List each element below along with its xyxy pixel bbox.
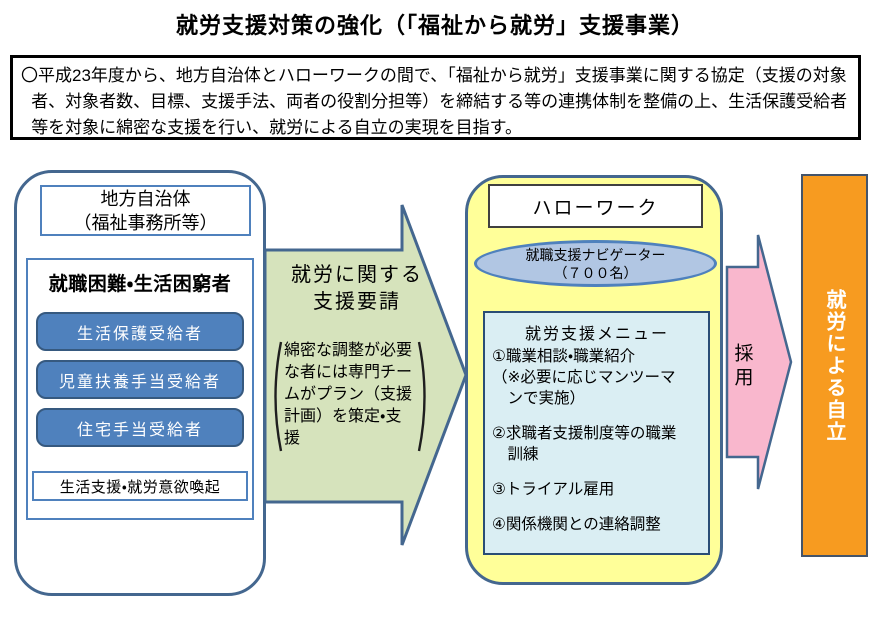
recipient-item-welfare: 生活保護受給者 <box>36 312 244 351</box>
hellowork-header: ハローワーク <box>488 184 703 228</box>
summary-text: 〇平成23年度から、地方自治体とハローワークの間で、「福祉から就労」支援事業に関… <box>21 66 848 137</box>
request-note-text: 綿密な調整が必要 な者には専門チー ムがプラン（支援 計画）を策定・支 援 <box>284 342 413 447</box>
support-menu-title: 就労支援メニュー <box>524 326 669 343</box>
outcome-label: 就労による自立 <box>823 288 845 443</box>
page-title: 就労支援対策の強化（「福祉から就労」支援事業） <box>175 13 694 38</box>
target-group-title: 就職困難・生活困窮者 <box>48 274 232 295</box>
navigator-ellipse: 就職支援ナビゲーター （７００名） <box>474 240 717 287</box>
menu-item-training: ②求職者支援制度等の職業 訓練 <box>492 425 677 463</box>
menu-item-liaison: ④関係機関との連絡調整 <box>492 516 661 533</box>
hellowork-panel: ハローワーク 就職支援ナビゲーター （７００名） 就労支援メニュー ①職業相談・… <box>465 175 723 585</box>
menu-item-consultation: ①職業相談・職業紹介 （※必要に応じマンツーマ ンで実施） <box>492 348 676 407</box>
hire-arrow-label: 採用 <box>731 343 753 391</box>
parenthesis-decoration <box>274 341 426 452</box>
request-note: 綿密な調整が必要 な者には専門チー ムがプラン（支援 計画）を策定・支 援 <box>268 338 432 455</box>
municipality-panel: 地方自治体 （福祉事務所等） 就職困難・生活困窮者 生活保護受給者 児童扶養手当… <box>14 170 266 596</box>
support-menu-box: 就労支援メニュー ①職業相談・職業紹介 （※必要に応じマンツーマ ンで実施） ②… <box>483 311 710 555</box>
recipient-item-child-allowance: 児童扶養手当受給者 <box>36 360 244 399</box>
recipient-item-housing-allowance: 住宅手当受給者 <box>36 408 244 447</box>
summary-box: 〇平成23年度から、地方自治体とハローワークの間で、「福祉から就労」支援事業に関… <box>10 55 861 140</box>
request-arrow-shape <box>264 204 468 546</box>
outcome-box: 就労による自立 <box>801 174 868 557</box>
municipality-header: 地方自治体 （福祉事務所等） <box>40 185 251 236</box>
hire-arrow-shape <box>725 234 793 490</box>
life-support-box: 生活支援・就労意欲喚起 <box>32 471 248 501</box>
menu-item-trial-employment: ③トライアル雇用 <box>492 481 615 498</box>
request-arrow-label: 就労に関する 支援要請 <box>291 264 423 313</box>
target-group-frame: 就職困難・生活困窮者 生活保護受給者 児童扶養手当受給者 住宅手当受給者 生活支… <box>26 258 254 520</box>
